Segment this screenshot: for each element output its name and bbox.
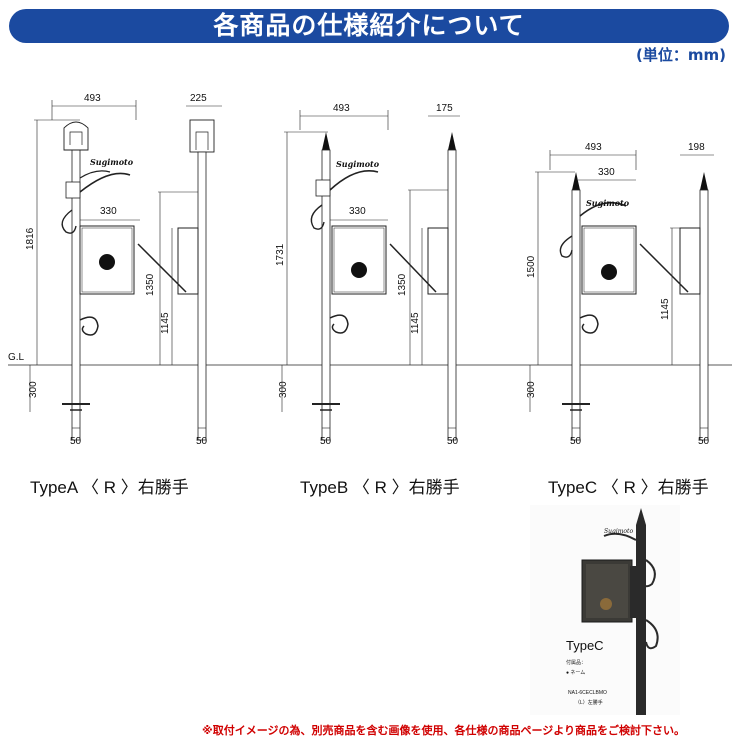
photo-model: NA1-6CECLBMO — [568, 690, 607, 696]
type-c-nameplate: Sugimoto — [586, 198, 630, 208]
photo-accessory-title: 付属品： — [566, 659, 586, 666]
type-b-front-width: 493 — [333, 103, 350, 114]
photo-nameplate: Sugimoto — [604, 528, 633, 535]
type-a-post-side: 50 — [196, 436, 208, 447]
type-c-slot-height: 1145 — [660, 298, 671, 320]
type-a-box-height: 1350 — [145, 273, 156, 296]
type-b-nameplate: Sugimoto — [336, 159, 380, 169]
type-c-side-width: 198 — [688, 142, 705, 153]
type-b-box-height: 1350 — [397, 273, 408, 296]
photo-type-label: TypeC — [566, 638, 604, 653]
type-a-drawing: 493 1816 Sugimoto 330 300 50 2 — [25, 93, 222, 447]
type-a-label: TypeA 〈 R 〉右勝手 — [30, 478, 189, 497]
page-title: 各商品の仕様紹介について — [213, 11, 525, 40]
type-a-nameplate: Sugimoto — [90, 157, 134, 167]
type-a-front-width: 493 — [84, 93, 101, 104]
ground-label: G.L — [8, 352, 25, 363]
unit-label: (単位：mm) — [636, 46, 726, 64]
type-c-post-front: 50 — [570, 436, 582, 447]
type-a-box-width: 330 — [100, 206, 117, 217]
type-a-depth: 300 — [28, 381, 39, 398]
page-title-banner: 各商品の仕様紹介について — [9, 9, 729, 43]
type-a-side-width: 225 — [190, 93, 207, 104]
type-b-side-width: 175 — [436, 103, 453, 114]
photo-accessory-item: ● ネーム — [566, 670, 585, 676]
type-b-drawing: 493 1731 Sugimoto 330 300 50 175 1350 11… — [275, 103, 460, 447]
type-b-depth: 300 — [278, 381, 289, 398]
type-b-post-side: 50 — [447, 436, 459, 447]
footnote: ※取付イメージの為、別売商品を含む画像を使用、各仕様の商品ページより商品をご検討… — [202, 724, 686, 737]
product-photo: Sugimoto TypeC 付属品： ● ネーム NA1-6CECLBMO （… — [530, 505, 680, 715]
type-a-slot-height: 1145 — [160, 312, 171, 334]
type-c-label: TypeC 〈 R 〉右勝手 — [548, 478, 709, 497]
type-b-total-height: 1731 — [275, 243, 286, 266]
photo-model-sub: （L）左勝手 — [575, 699, 603, 706]
type-b-slot-height: 1145 — [410, 312, 421, 334]
type-b-box-width: 330 — [349, 206, 366, 217]
type-a-total-height: 1816 — [25, 227, 36, 250]
type-b-post-front: 50 — [320, 436, 332, 447]
type-c-drawing: 493 330 1500 Sugimoto 300 50 198 1145 50 — [526, 142, 714, 447]
type-c-depth: 300 — [526, 381, 537, 398]
type-a-post-front: 50 — [70, 436, 82, 447]
type-c-post-side: 50 — [698, 436, 710, 447]
type-b-label: TypeB 〈 R 〉右勝手 — [300, 478, 460, 497]
type-c-front-width: 493 — [585, 142, 602, 153]
type-c-box-width: 330 — [598, 167, 615, 178]
type-c-total-height: 1500 — [526, 255, 537, 278]
